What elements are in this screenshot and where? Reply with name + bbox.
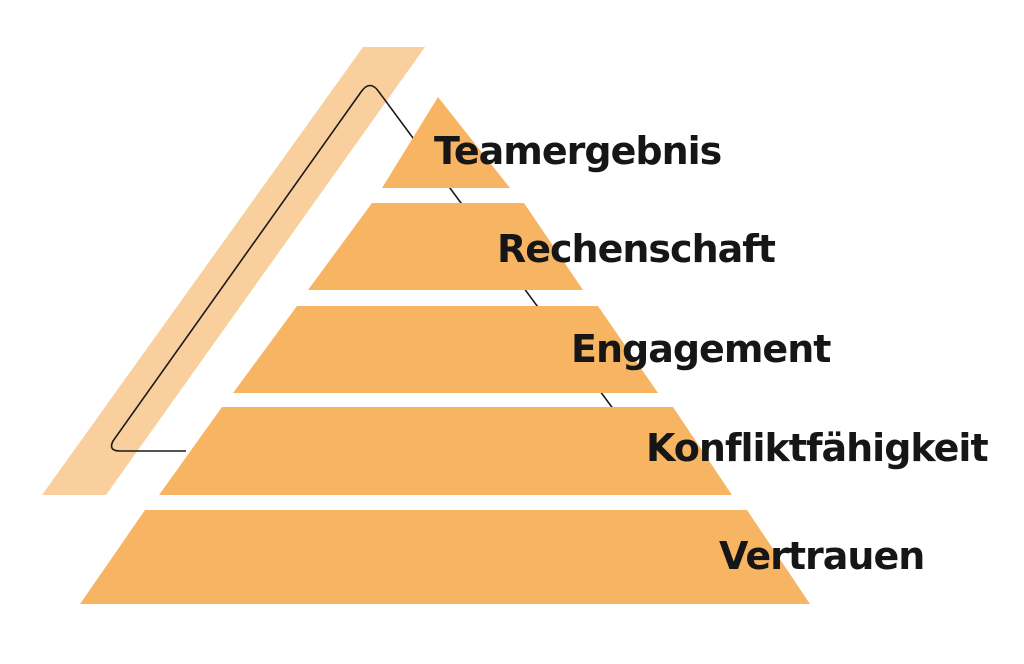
tier-2-shape <box>308 203 583 290</box>
tier-label-teamergebnis: Teamergebnis <box>434 129 721 173</box>
tier-label-engagement: Engagement <box>571 327 831 371</box>
outline-path <box>110 84 615 452</box>
tier-label-konfliktfaehigkeit: Konfliktfähigkeit <box>646 426 988 470</box>
tier-5-shape <box>80 510 810 604</box>
tier-4-shape <box>159 407 732 495</box>
tier-1-shape <box>382 97 510 188</box>
tier-3-shape <box>233 306 658 393</box>
tier-label-rechenschaft: Rechenschaft <box>497 227 776 271</box>
tier-label-vertrauen: Vertrauen <box>719 534 924 578</box>
